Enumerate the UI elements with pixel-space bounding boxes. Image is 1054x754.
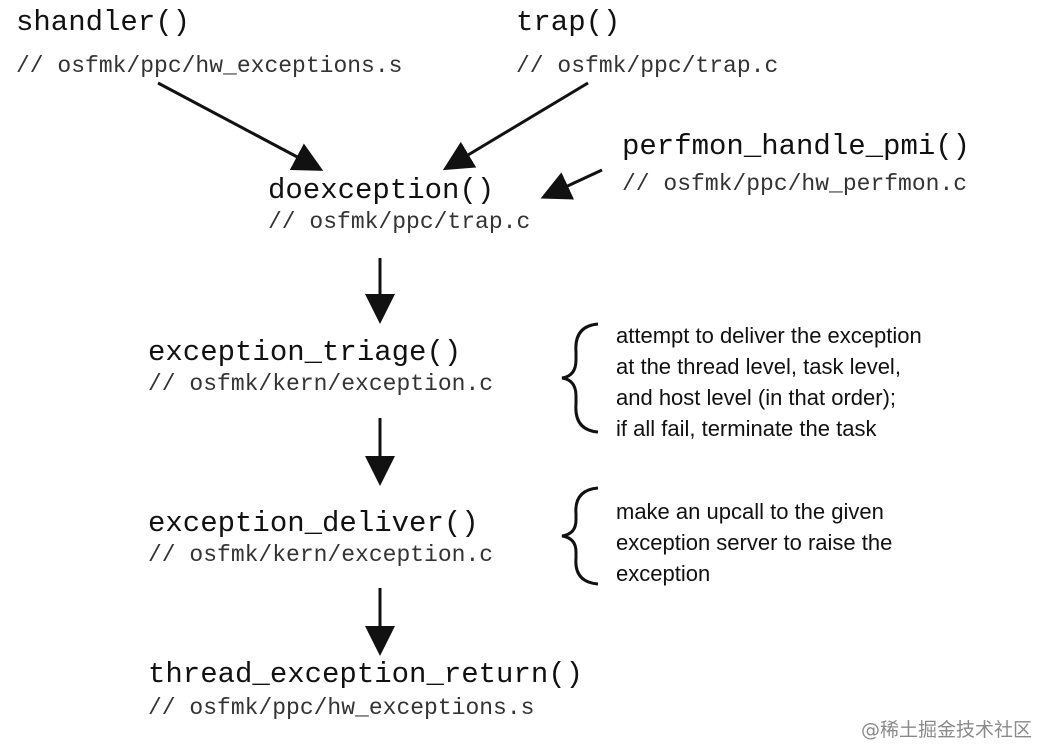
arrow-trap-to-doexception — [442, 81, 589, 171]
function-name: trap() — [516, 6, 621, 39]
function-name: exception_deliver() — [148, 507, 479, 540]
note-line: make an upcall to the given — [616, 499, 884, 524]
function-name: exception_triage() — [148, 336, 462, 369]
source-path: // osfmk/ppc/hw_exceptions.s — [16, 53, 403, 79]
note-line: if all fail, terminate the task — [616, 416, 877, 441]
note-line: exception server to raise the — [616, 530, 893, 555]
function-name: doexception() — [268, 174, 495, 207]
source-path: // osfmk/ppc/trap.c — [516, 53, 779, 79]
source-path: // osfmk/ppc/hw_perfmon.c — [622, 171, 968, 197]
note-deliver: make an upcall to the given exception se… — [616, 496, 892, 589]
node-perfmon-handle-pmi: perfmon_handle_pmi() // osfmk/ppc/hw_per… — [622, 130, 970, 198]
brace-triage — [561, 322, 599, 434]
node-exception-deliver: exception_deliver() // osfmk/kern/except… — [148, 507, 493, 569]
arrow-perfmon-to-doexception — [540, 168, 603, 200]
node-exception-triage: exception_triage() // osfmk/kern/excepti… — [148, 336, 493, 398]
node-doexception: doexception() // osfmk/ppc/trap.c — [268, 174, 530, 236]
function-name: shandler() — [16, 6, 191, 39]
note-line: and host level (in that order); — [616, 385, 897, 410]
source-path: // osfmk/ppc/trap.c — [268, 209, 531, 235]
node-thread-exception-return: thread_exception_return() // osfmk/ppc/h… — [148, 658, 583, 722]
source-path: // osfmk/kern/exception.c — [148, 542, 494, 568]
function-name: perfmon_handle_pmi() — [622, 130, 971, 163]
brace-deliver — [561, 486, 599, 586]
note-line: exception — [616, 561, 711, 586]
note-line: at the thread level, task level, — [616, 354, 901, 379]
node-shandler: shandler() // osfmk/ppc/hw_exceptions.s — [16, 6, 402, 80]
source-path: // osfmk/kern/exception.c — [148, 371, 494, 397]
node-trap: trap() // osfmk/ppc/trap.c — [516, 6, 778, 80]
source-path: // osfmk/ppc/hw_exceptions.s — [148, 695, 535, 721]
arrow-shandler-to-doexception — [157, 81, 324, 171]
note-triage: attempt to deliver the exception at the … — [616, 320, 922, 444]
note-line: attempt to deliver the exception — [616, 323, 922, 348]
watermark-text: @稀土掘金技术社区 — [860, 719, 1032, 741]
function-name: thread_exception_return() — [148, 658, 584, 691]
